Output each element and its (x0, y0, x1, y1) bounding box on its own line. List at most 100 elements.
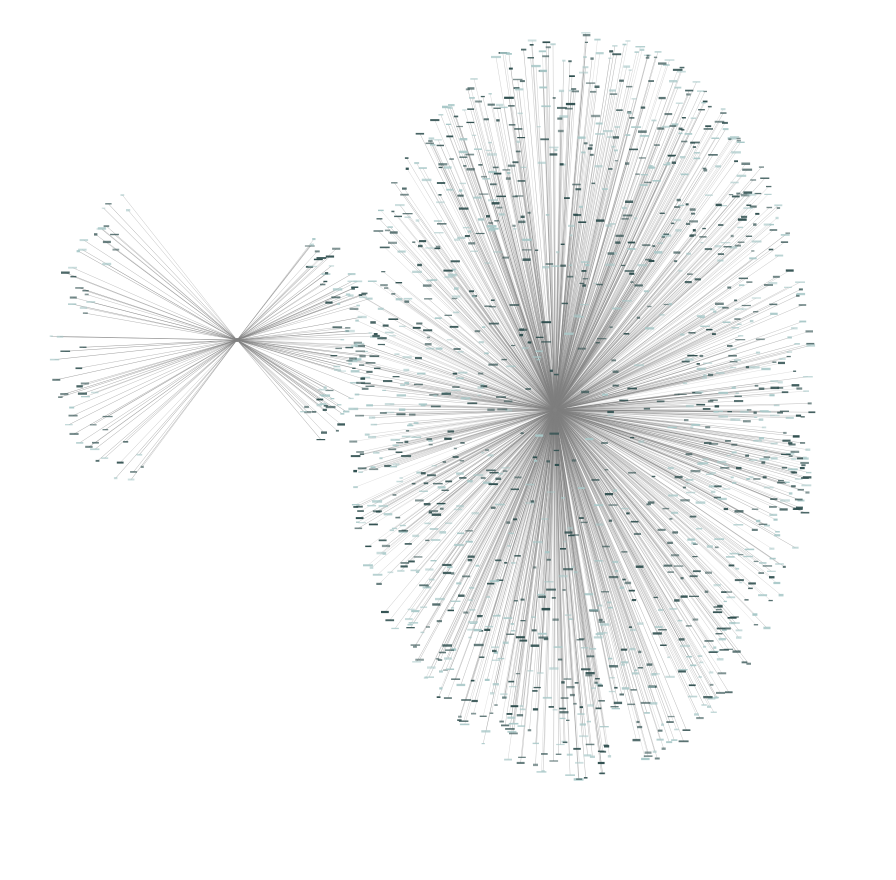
edge (554, 409, 664, 749)
graph-node (621, 264, 626, 267)
graph-node (741, 308, 747, 310)
graph-node (481, 175, 487, 178)
edge (447, 409, 556, 440)
edge (554, 316, 580, 411)
graph-node (514, 128, 523, 130)
graph-node (599, 750, 607, 753)
graph-node (676, 198, 681, 202)
graph-node (754, 416, 758, 418)
edge (554, 345, 811, 411)
edge (462, 372, 556, 411)
graph-node (308, 265, 318, 268)
graph-node (367, 504, 377, 507)
edge (554, 253, 612, 411)
edge (554, 409, 794, 487)
edge (473, 409, 556, 714)
graph-node (628, 589, 635, 592)
graph-node (467, 555, 475, 558)
graph-node (675, 102, 683, 104)
edge (503, 359, 556, 411)
graph-node (479, 656, 485, 658)
edge (554, 409, 640, 728)
graph-node (510, 488, 519, 491)
graph-node (546, 491, 556, 493)
graph-node (671, 511, 679, 514)
graph-node (695, 391, 704, 393)
graph-node (513, 87, 520, 89)
graph-node (467, 230, 472, 233)
graph-node (602, 545, 610, 548)
graph-node (385, 411, 395, 414)
edge (554, 234, 786, 411)
graph-node (715, 633, 723, 635)
graph-node (582, 34, 591, 37)
graph-node (673, 565, 684, 567)
edge (492, 409, 556, 508)
edge (482, 96, 556, 411)
edge (554, 409, 740, 631)
edge (359, 343, 556, 411)
graph-node (488, 93, 492, 95)
graph-node (637, 725, 643, 729)
graph-node (364, 433, 370, 436)
edge (554, 409, 661, 731)
edge (377, 368, 556, 411)
graph-node (491, 299, 495, 301)
graph-node (430, 144, 436, 146)
graph-node (569, 234, 573, 237)
graph-node (786, 351, 793, 353)
graph-node (635, 565, 644, 568)
graph-node (459, 150, 468, 154)
graph-node (620, 507, 629, 510)
graph-node (505, 409, 513, 412)
graph-node (493, 172, 502, 175)
edge (554, 409, 694, 517)
edge (522, 409, 556, 621)
edge (236, 305, 359, 341)
edge (236, 281, 358, 341)
graph-node (79, 239, 89, 242)
edge (84, 339, 238, 384)
edge (554, 409, 774, 516)
graph-node (420, 631, 425, 634)
graph-node (378, 209, 384, 212)
graph-node (420, 404, 426, 407)
edge (403, 409, 556, 531)
edge (554, 409, 701, 503)
graph-node (504, 758, 512, 761)
graph-node (790, 470, 796, 474)
graph-node (542, 41, 551, 44)
graph-node (549, 369, 553, 372)
edge (468, 409, 556, 532)
edge (554, 409, 747, 422)
graph-node (102, 262, 112, 266)
graph-node (772, 361, 777, 363)
graph-node (353, 486, 358, 489)
graph-node (626, 512, 630, 515)
edge (554, 205, 723, 411)
graph-node (613, 701, 623, 705)
graph-node (763, 626, 771, 630)
edge (379, 218, 556, 411)
graph-node (309, 243, 314, 246)
edge (468, 409, 556, 542)
edge (554, 409, 634, 630)
graph-node (626, 85, 633, 88)
edge (554, 66, 627, 411)
graph-node (565, 774, 575, 776)
graph-node (687, 538, 695, 541)
edge (554, 142, 693, 411)
graph-node (515, 636, 525, 639)
graph-node (590, 153, 594, 156)
edge (554, 163, 746, 411)
edge (554, 409, 677, 730)
edge (554, 409, 807, 486)
graph-node (423, 503, 431, 506)
edge (554, 409, 669, 658)
graph-node (696, 315, 705, 318)
graph-node (559, 115, 569, 118)
graph-node (496, 206, 503, 209)
graph-node (585, 264, 590, 267)
graph-node (502, 470, 508, 472)
graph-node (686, 491, 696, 494)
